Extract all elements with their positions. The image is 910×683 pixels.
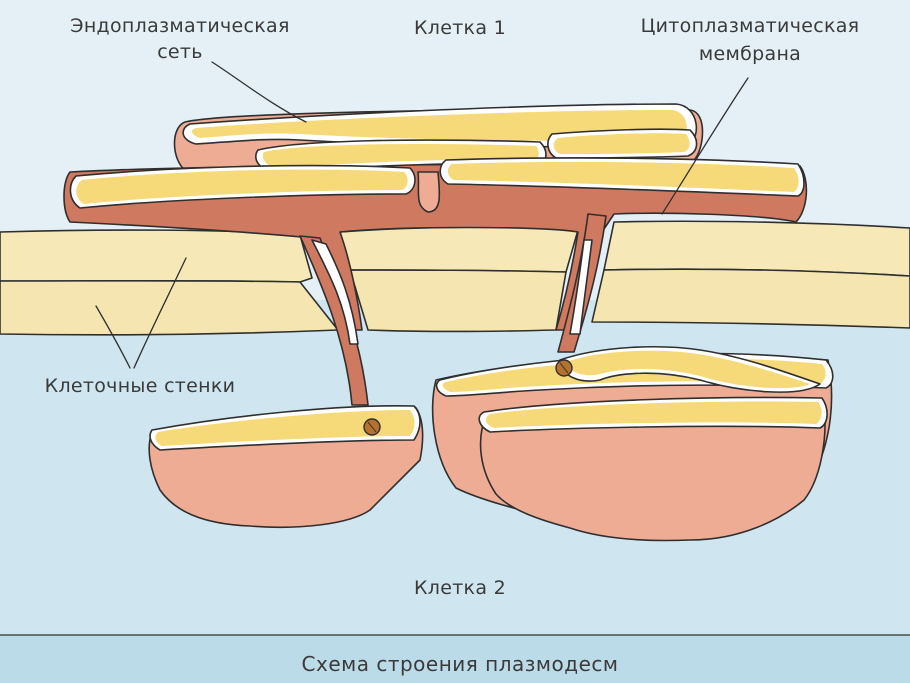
- label-cell-1: Клетка 1: [414, 17, 506, 39]
- label-er-line2: сеть: [157, 41, 203, 63]
- labels: Эндоплазматическая сеть Клетка 1 Цитопла…: [45, 15, 860, 676]
- er-tube-left-lower-fill: [76, 169, 408, 204]
- desmotubule-dot-left-mark: [367, 421, 377, 433]
- cell-2-cytoplasm-right: [431, 346, 834, 542]
- er-cell-2-right-bottom-fill: [485, 401, 822, 428]
- pointer-er: [211, 61, 307, 123]
- cell-2-cytoplasm-left: [148, 404, 424, 528]
- cell-walls: [0, 220, 910, 336]
- label-membrane-line2: мембрана: [699, 43, 801, 65]
- cell-wall-left: [0, 229, 313, 283]
- er-cell-2-right-loop-fill: [566, 350, 810, 389]
- desmotubule-dot-right-mark: [559, 362, 569, 374]
- label-er-line1: Эндоплазматическая: [70, 15, 289, 37]
- endoplasmic-reticulum-cell-1: [69, 103, 805, 209]
- er-tube-right-lower-fill: [447, 161, 799, 192]
- cell-wall-middle: [339, 226, 579, 273]
- pointer-lines: [95, 61, 749, 369]
- er-tube-right-upper-fill: [553, 133, 690, 154]
- cell-wall-middle-lower: [349, 269, 567, 333]
- caption-band: [0, 635, 910, 683]
- cell-wall-left-lower: [0, 279, 339, 336]
- label-cell-walls: Клеточные стенки: [45, 375, 236, 397]
- pointer-wall-left: [95, 305, 131, 369]
- pointer-membrane: [661, 77, 749, 215]
- er-tube-middle-fill: [262, 144, 539, 168]
- membrane-sleeve-left: [311, 239, 359, 345]
- cell-wall-right: [603, 220, 910, 277]
- pointer-wall-right: [133, 257, 187, 369]
- cell-wall-right-lower: [591, 268, 910, 329]
- diagram-caption: Схема строения плазмодесм: [302, 652, 619, 676]
- er-cell-2-left-fill: [155, 410, 415, 446]
- label-cell-2: Клетка 2: [414, 577, 506, 599]
- membrane-sleeve-right: [569, 239, 593, 335]
- cytoplasm-droplet: [417, 171, 441, 213]
- label-membrane-line1: Цитоплазматическая: [641, 15, 860, 37]
